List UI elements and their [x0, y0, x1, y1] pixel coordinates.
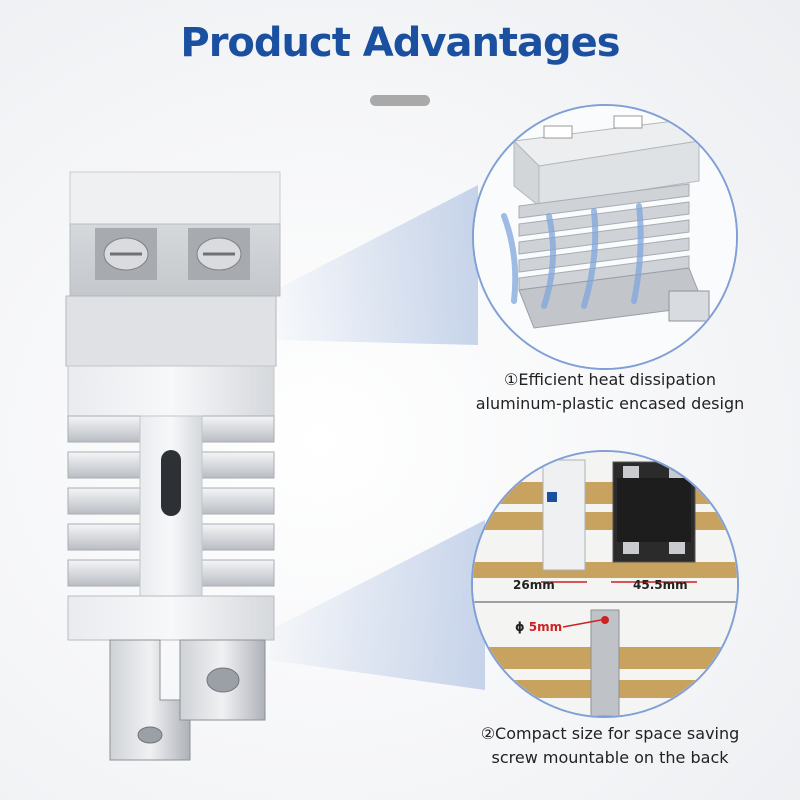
beam-top — [275, 185, 478, 345]
feature-compact-size-caption: ②Compact size for space saving screw mou… — [430, 722, 790, 770]
relay-heatsink-product-image — [65, 171, 281, 761]
beam-bottom — [270, 520, 485, 690]
title-underline-bar — [370, 95, 430, 106]
feature1-line2: aluminum-plastic encased design — [475, 394, 745, 413]
feature2-line2: screw mountable on the back — [491, 748, 729, 767]
page-title: Product Advantages — [180, 20, 620, 66]
width-large-label: 45.5mm — [633, 578, 688, 592]
diameter-symbol: ϕ — [515, 620, 525, 634]
heat-dissipation-image — [472, 104, 738, 370]
width-small-label: 26mm — [513, 578, 555, 592]
feature1-line1: ①Efficient heat dissipation — [504, 370, 716, 389]
hole-diameter-label: ϕ 5mm — [515, 620, 562, 634]
feature2-line1: ②Compact size for space saving — [480, 724, 740, 743]
compact-size-image — [471, 450, 739, 718]
feature-heat-dissipation-caption: ①Efficient heat dissipation aluminum-pla… — [430, 368, 790, 416]
hole-diameter-value: 5mm — [528, 620, 563, 634]
